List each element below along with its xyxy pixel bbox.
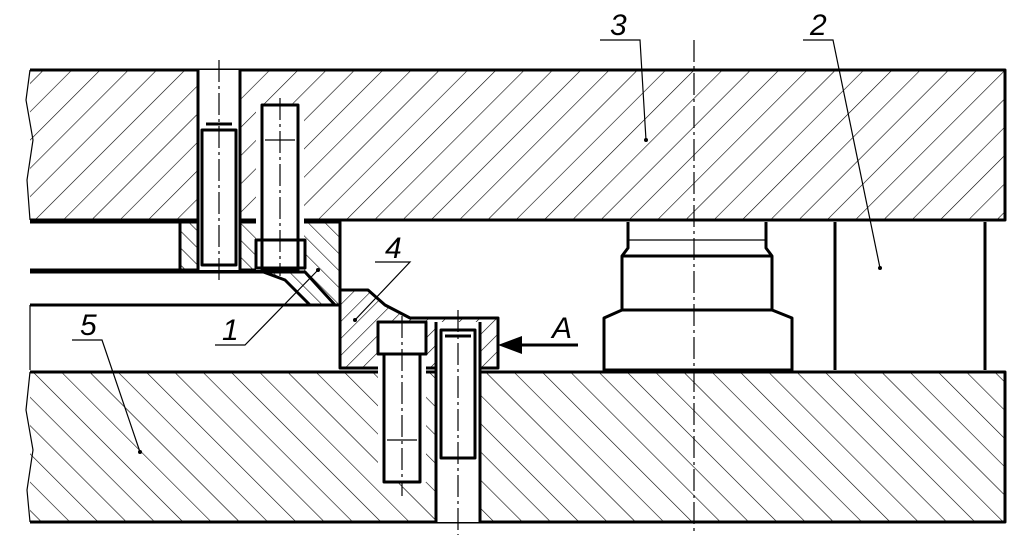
upper-plate-3 <box>25 68 1007 222</box>
view-arrow-a <box>498 336 578 354</box>
callout-label-5: 5 <box>80 309 97 342</box>
lower-plate-5 <box>25 370 1007 524</box>
lower-dowel-hole <box>434 310 482 535</box>
lower-screw <box>376 316 428 496</box>
part-2 <box>833 222 987 370</box>
upper-screw <box>254 98 307 276</box>
callout-label-4: 4 <box>385 232 402 265</box>
upper-dowel-hole <box>196 60 242 280</box>
guide-pillar <box>602 222 794 372</box>
callout-label-1: 1 <box>222 314 239 347</box>
callout-label-3: 3 <box>610 9 627 42</box>
view-marker-label: A <box>550 312 572 345</box>
callout-label-2: 2 <box>809 9 827 42</box>
callout-leaders <box>72 39 882 454</box>
